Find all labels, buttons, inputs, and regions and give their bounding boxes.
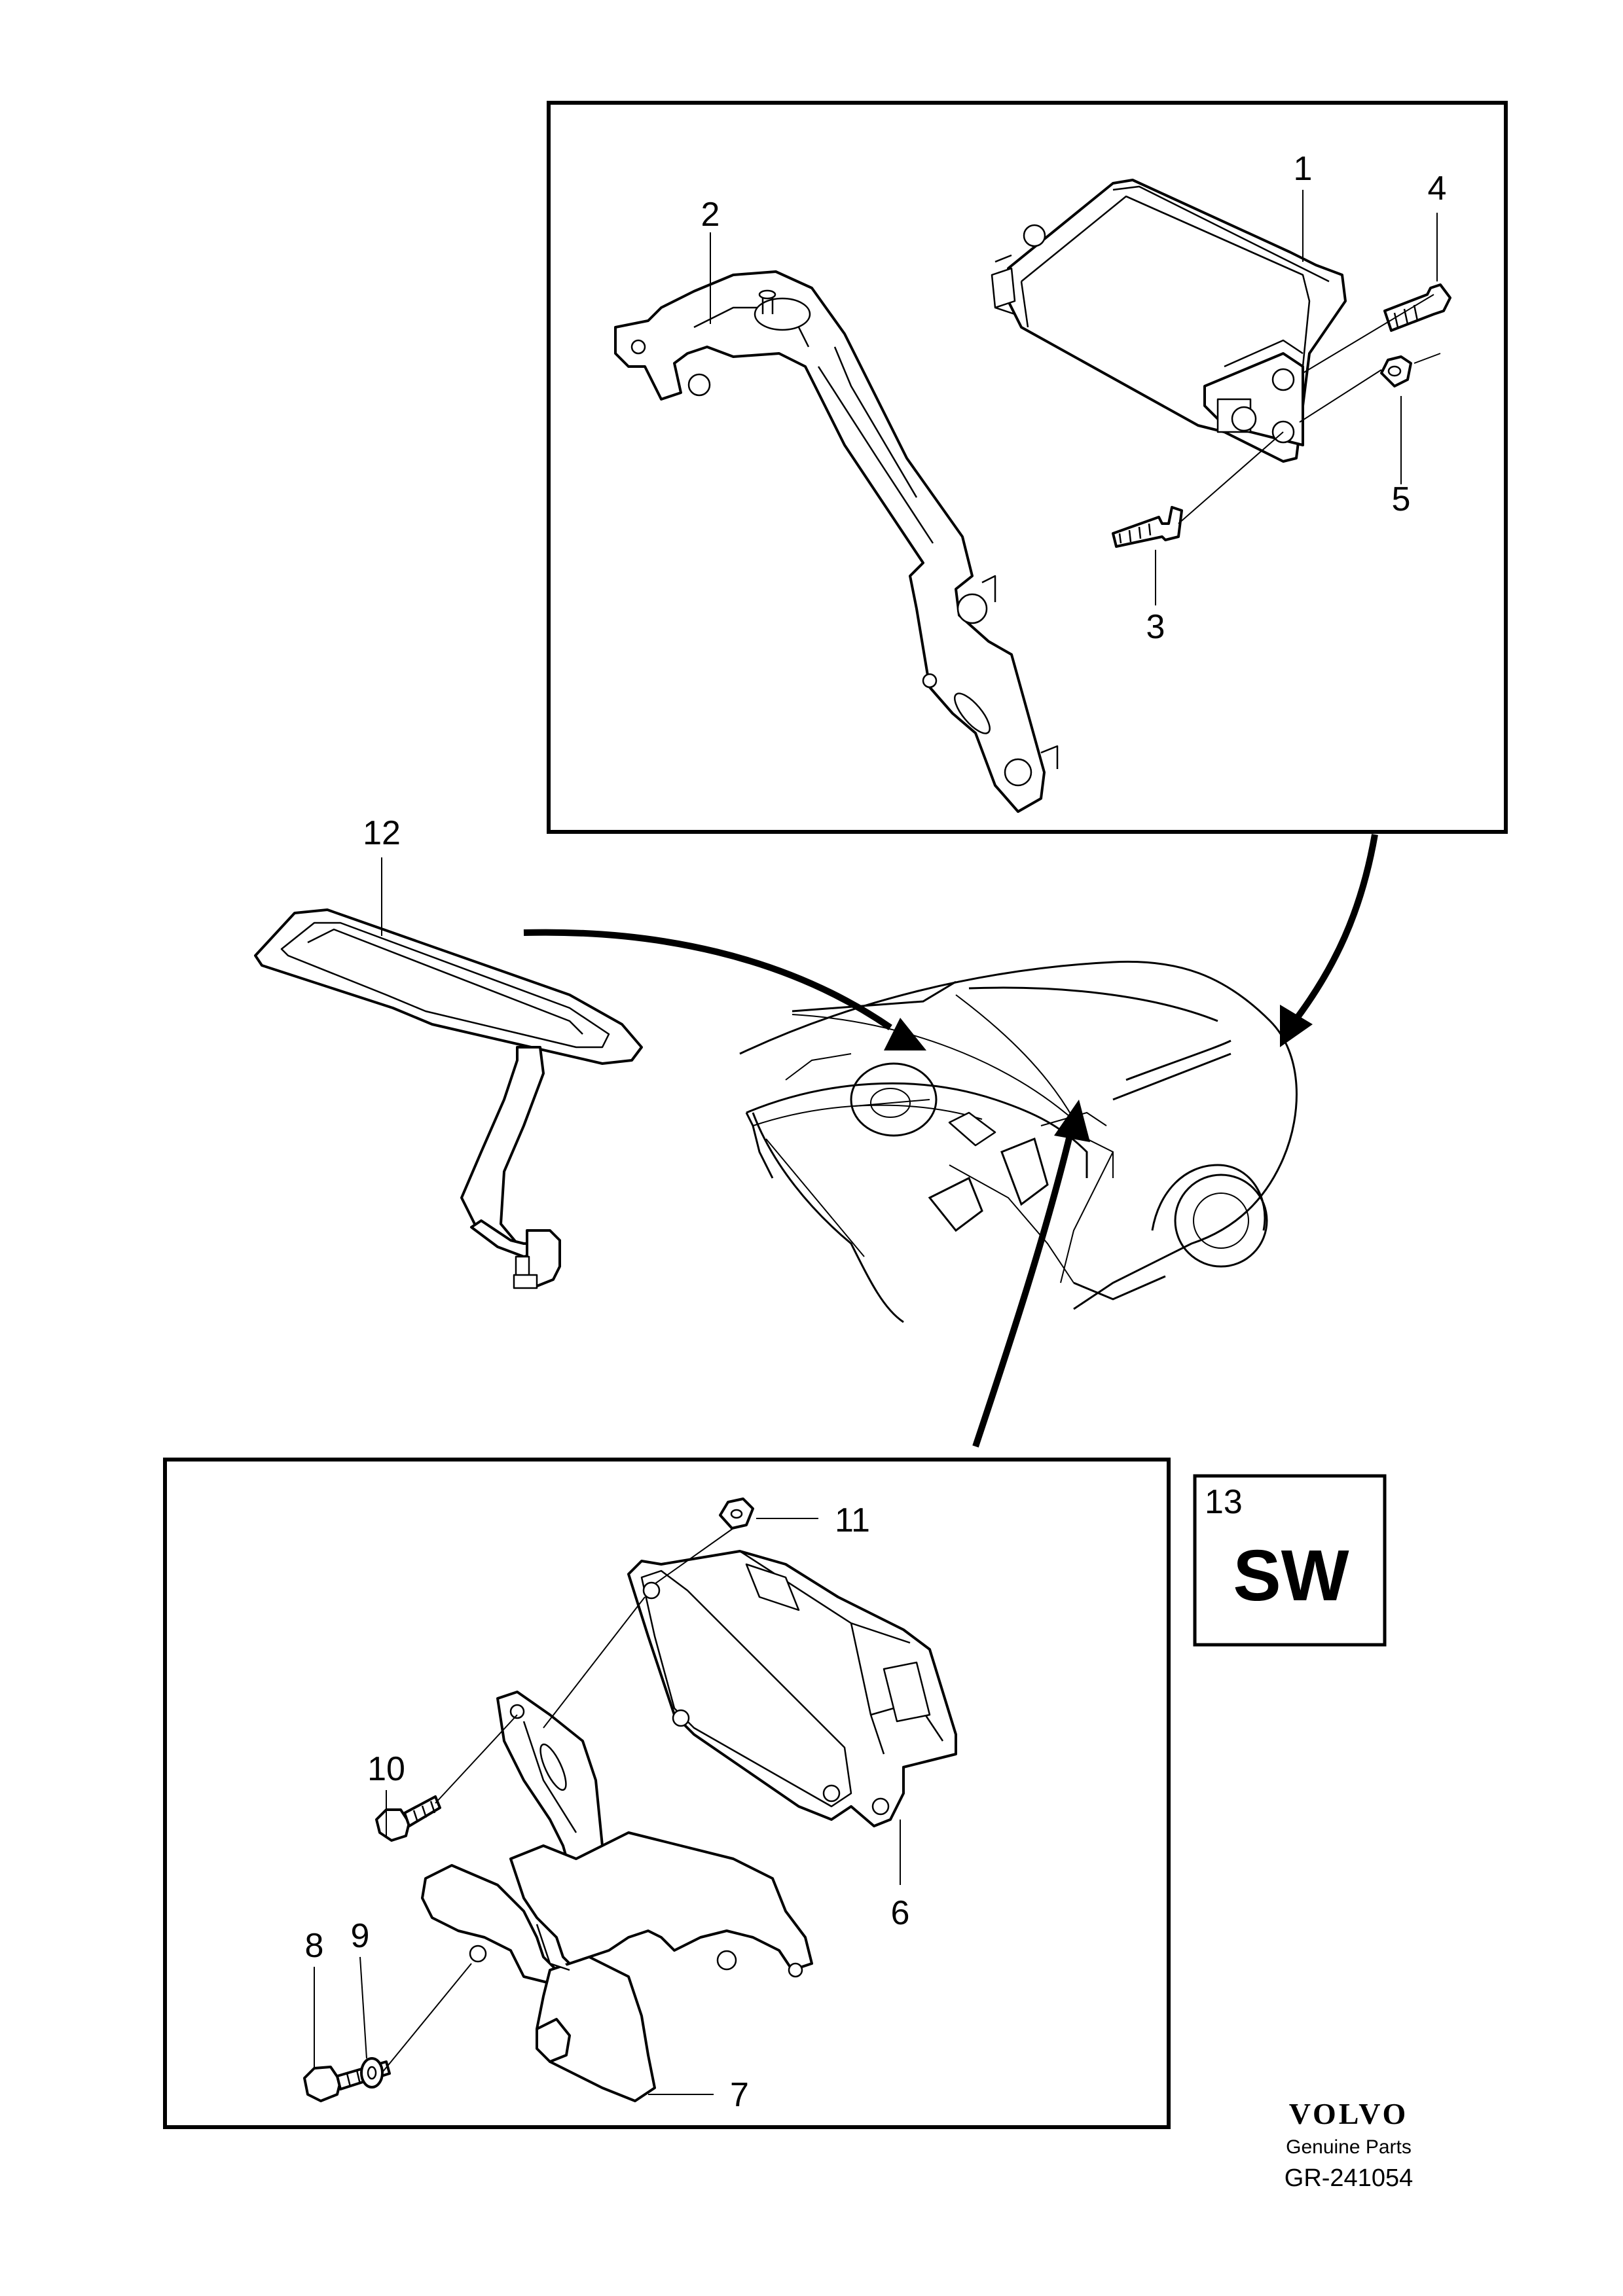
car-interior-illustration [739,960,1298,1323]
leader-lines-bottom [314,1518,901,2095]
top-detail-frame [547,101,1508,834]
module-part-1 [991,179,1347,463]
nut-part-5 [1380,355,1412,387]
sw-code-label: SW [1233,1535,1349,1616]
screw-part-4 [1383,283,1451,332]
sw-variant-box [1193,1474,1387,1647]
diagram-reference-number: GR-241054 [1285,2164,1413,2192]
callout-6: 6 [891,1894,910,1932]
callout-10: 10 [367,1750,405,1788]
callout-7: 7 [730,2076,749,2114]
callout-5: 5 [1392,480,1411,518]
bottom-detail-frame [163,1458,1171,2129]
volvo-brand-logo: VOLVO [1289,2097,1409,2130]
bracket-part-7 [421,1691,813,2102]
seat-sensor-part-12 [254,908,643,1289]
callout-4: 4 [1428,170,1447,207]
bracket-part-2 [614,270,1059,813]
arrow-car-to-bottom [972,1100,1090,1448]
stud-part-3 [1112,506,1183,548]
genuine-parts-label: Genuine Parts [1286,2136,1412,2158]
callout-1: 1 [1294,150,1313,188]
arrow-pad-to-car [523,929,926,1050]
control-module-part-6 [627,1550,957,1827]
callout-11: 11 [835,1501,870,1539]
washer-part-9 [360,2057,384,2089]
callout-8: 8 [305,1927,324,1965]
callout-2: 2 [701,196,720,234]
nut-part-11 [719,1498,754,1530]
leader-lines-top [710,190,1441,605]
callout-12: 12 [363,814,401,852]
callout-3: 3 [1146,608,1165,646]
callout-9: 9 [351,1917,370,1955]
callout-13: 13 [1205,1483,1243,1521]
arrow-top-to-car [1280,834,1378,1047]
bolt-part-10 [375,1795,441,1842]
